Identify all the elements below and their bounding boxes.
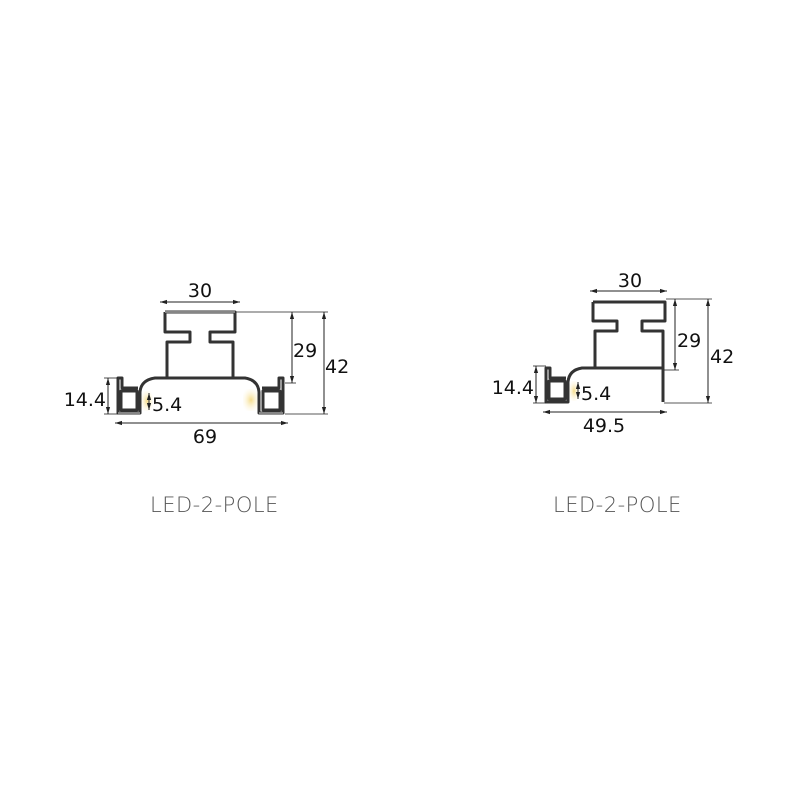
- svg-text:5.4: 5.4: [581, 383, 611, 405]
- svg-text:30: 30: [618, 270, 642, 292]
- svg-text:69: 69: [193, 426, 217, 448]
- svg-text:29: 29: [677, 330, 701, 352]
- svg-text:14.4: 14.4: [492, 377, 534, 399]
- svg-text:42: 42: [710, 346, 734, 368]
- led-glow: [243, 389, 259, 411]
- dimension-top-width: 30: [590, 270, 667, 294]
- profile-outline: [544, 300, 667, 404]
- dimension-side-height: 14.4: [64, 377, 118, 415]
- dimension-total-height: 42: [285, 312, 349, 415]
- dimension-total-width: 69: [115, 420, 288, 448]
- dimension-led-gap: 5.4: [146, 393, 182, 416]
- profile-caption-left: LED-2-POLE: [150, 493, 279, 517]
- profile-right: 30 29 42 14.4 5.4 49.5: [492, 270, 735, 437]
- dimension-upper-height: 29: [236, 311, 328, 384]
- profile-outline: [116, 310, 285, 415]
- profile-left: 30 29 42 14.4 5.4 69: [64, 280, 350, 448]
- dimension-led-gap: 5.4: [575, 382, 611, 405]
- dimension-total-height: 42: [664, 299, 734, 404]
- dimension-side-height: 14.4: [492, 365, 546, 404]
- svg-text:14.4: 14.4: [64, 389, 106, 411]
- dimension-top-width: 30: [160, 280, 240, 305]
- svg-text:29: 29: [293, 340, 317, 362]
- profile-caption-right: LED-2-POLE: [553, 493, 682, 517]
- svg-text:42: 42: [325, 356, 349, 378]
- svg-text:49.5: 49.5: [583, 415, 625, 437]
- dimension-upper-height: 29: [664, 298, 712, 371]
- dimension-total-width: 49.5: [543, 409, 667, 437]
- svg-text:5.4: 5.4: [152, 394, 182, 416]
- led-glow: [569, 381, 579, 401]
- svg-text:30: 30: [188, 280, 212, 302]
